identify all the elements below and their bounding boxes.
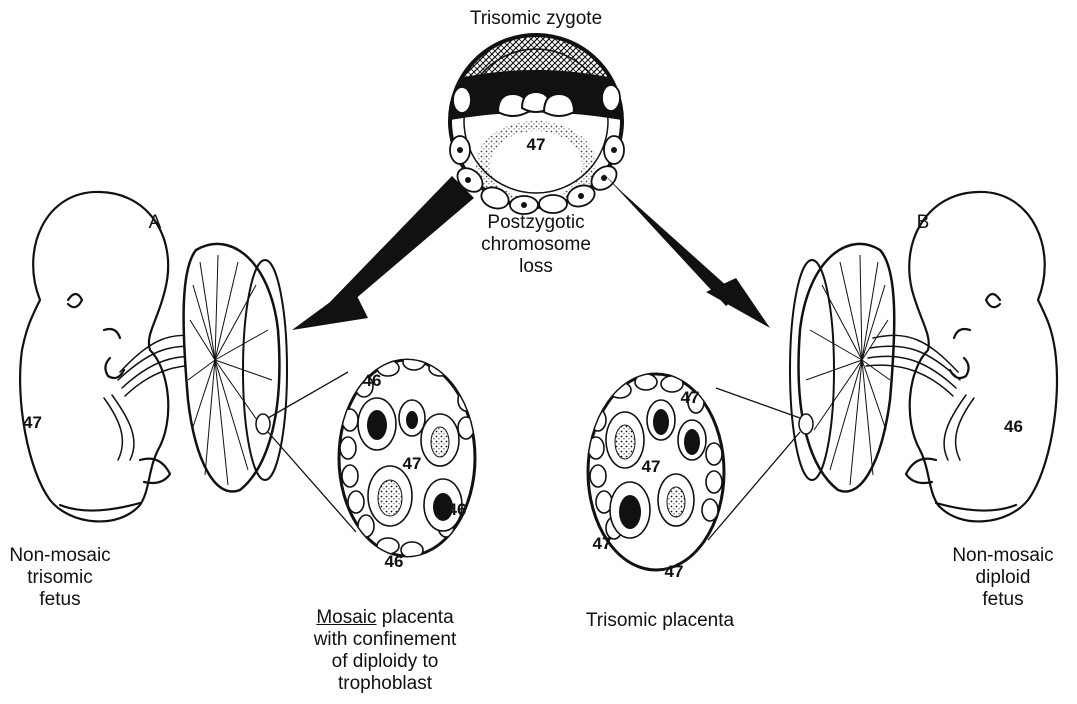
inset-b-count-center: 47 bbox=[642, 457, 661, 476]
center-label: Postzygotic chromosome loss bbox=[456, 212, 616, 278]
fetus-a-label: Non-mosaic trisomic fetus bbox=[0, 545, 120, 611]
inset-a-count-top: 46 bbox=[363, 371, 382, 390]
zygote-title: Trisomic zygote bbox=[436, 8, 636, 30]
placenta-a-label-underlined: Mosaic bbox=[316, 607, 376, 628]
placenta-a bbox=[184, 244, 356, 532]
inset-a-count-center: 47 bbox=[403, 454, 422, 473]
mosaic-placenta-inset: 46 47 46 46 bbox=[339, 354, 475, 571]
panel-a-letter: A bbox=[140, 212, 170, 234]
inset-b-count-left: 47 bbox=[593, 534, 612, 553]
center-label-line-2: chromosome bbox=[456, 234, 616, 256]
fetus-a-label-line-2: trisomic bbox=[0, 567, 120, 589]
inset-b-count-bottom: 47 bbox=[665, 562, 684, 581]
placenta-b-label: Trisomic placenta bbox=[560, 610, 760, 632]
fetus-b-count: 46 bbox=[1004, 417, 1023, 436]
placenta-a-label-line-2: with confinement bbox=[290, 629, 480, 651]
inset-a-count-right: 46 bbox=[448, 500, 467, 519]
zygote-count: 47 bbox=[527, 135, 546, 154]
trisomic-placenta-inset: 47 47 47 47 bbox=[588, 374, 724, 581]
fetus-a-label-line-1: Non-mosaic bbox=[0, 545, 120, 567]
inset-a-count-bottom: 46 bbox=[385, 552, 404, 571]
fetus-b: 46 bbox=[866, 192, 1057, 521]
placenta-a-label-line-3: of diploidy to bbox=[290, 651, 480, 673]
fetus-a-label-line-3: fetus bbox=[0, 589, 120, 611]
fetus-a: 47 bbox=[20, 192, 212, 521]
arrow-to-a bbox=[292, 176, 474, 330]
fetus-b-label: Non-mosaic diploid fetus bbox=[938, 545, 1068, 611]
fetus-b-label-line-3: fetus bbox=[938, 589, 1068, 611]
placenta-a-label-line-4: trophoblast bbox=[290, 673, 480, 695]
trisomic-zygote: 47 bbox=[440, 30, 640, 214]
placenta-a-label-rest: placenta bbox=[377, 607, 454, 628]
center-label-line-1: Postzygotic bbox=[456, 212, 616, 234]
panel-b-letter: B bbox=[908, 212, 938, 234]
placenta-a-label-line-1: Mosaic placenta bbox=[290, 607, 480, 629]
arrow-to-b bbox=[600, 170, 770, 328]
placenta-a-label: Mosaic placenta with confinement of dipl… bbox=[290, 607, 480, 695]
fetus-a-count: 47 bbox=[23, 413, 42, 432]
fetus-b-label-line-1: Non-mosaic bbox=[938, 545, 1068, 567]
center-label-line-3: loss bbox=[456, 256, 616, 278]
fetus-b-label-line-2: diploid bbox=[938, 567, 1068, 589]
inset-b-count-top: 47 bbox=[681, 388, 700, 407]
